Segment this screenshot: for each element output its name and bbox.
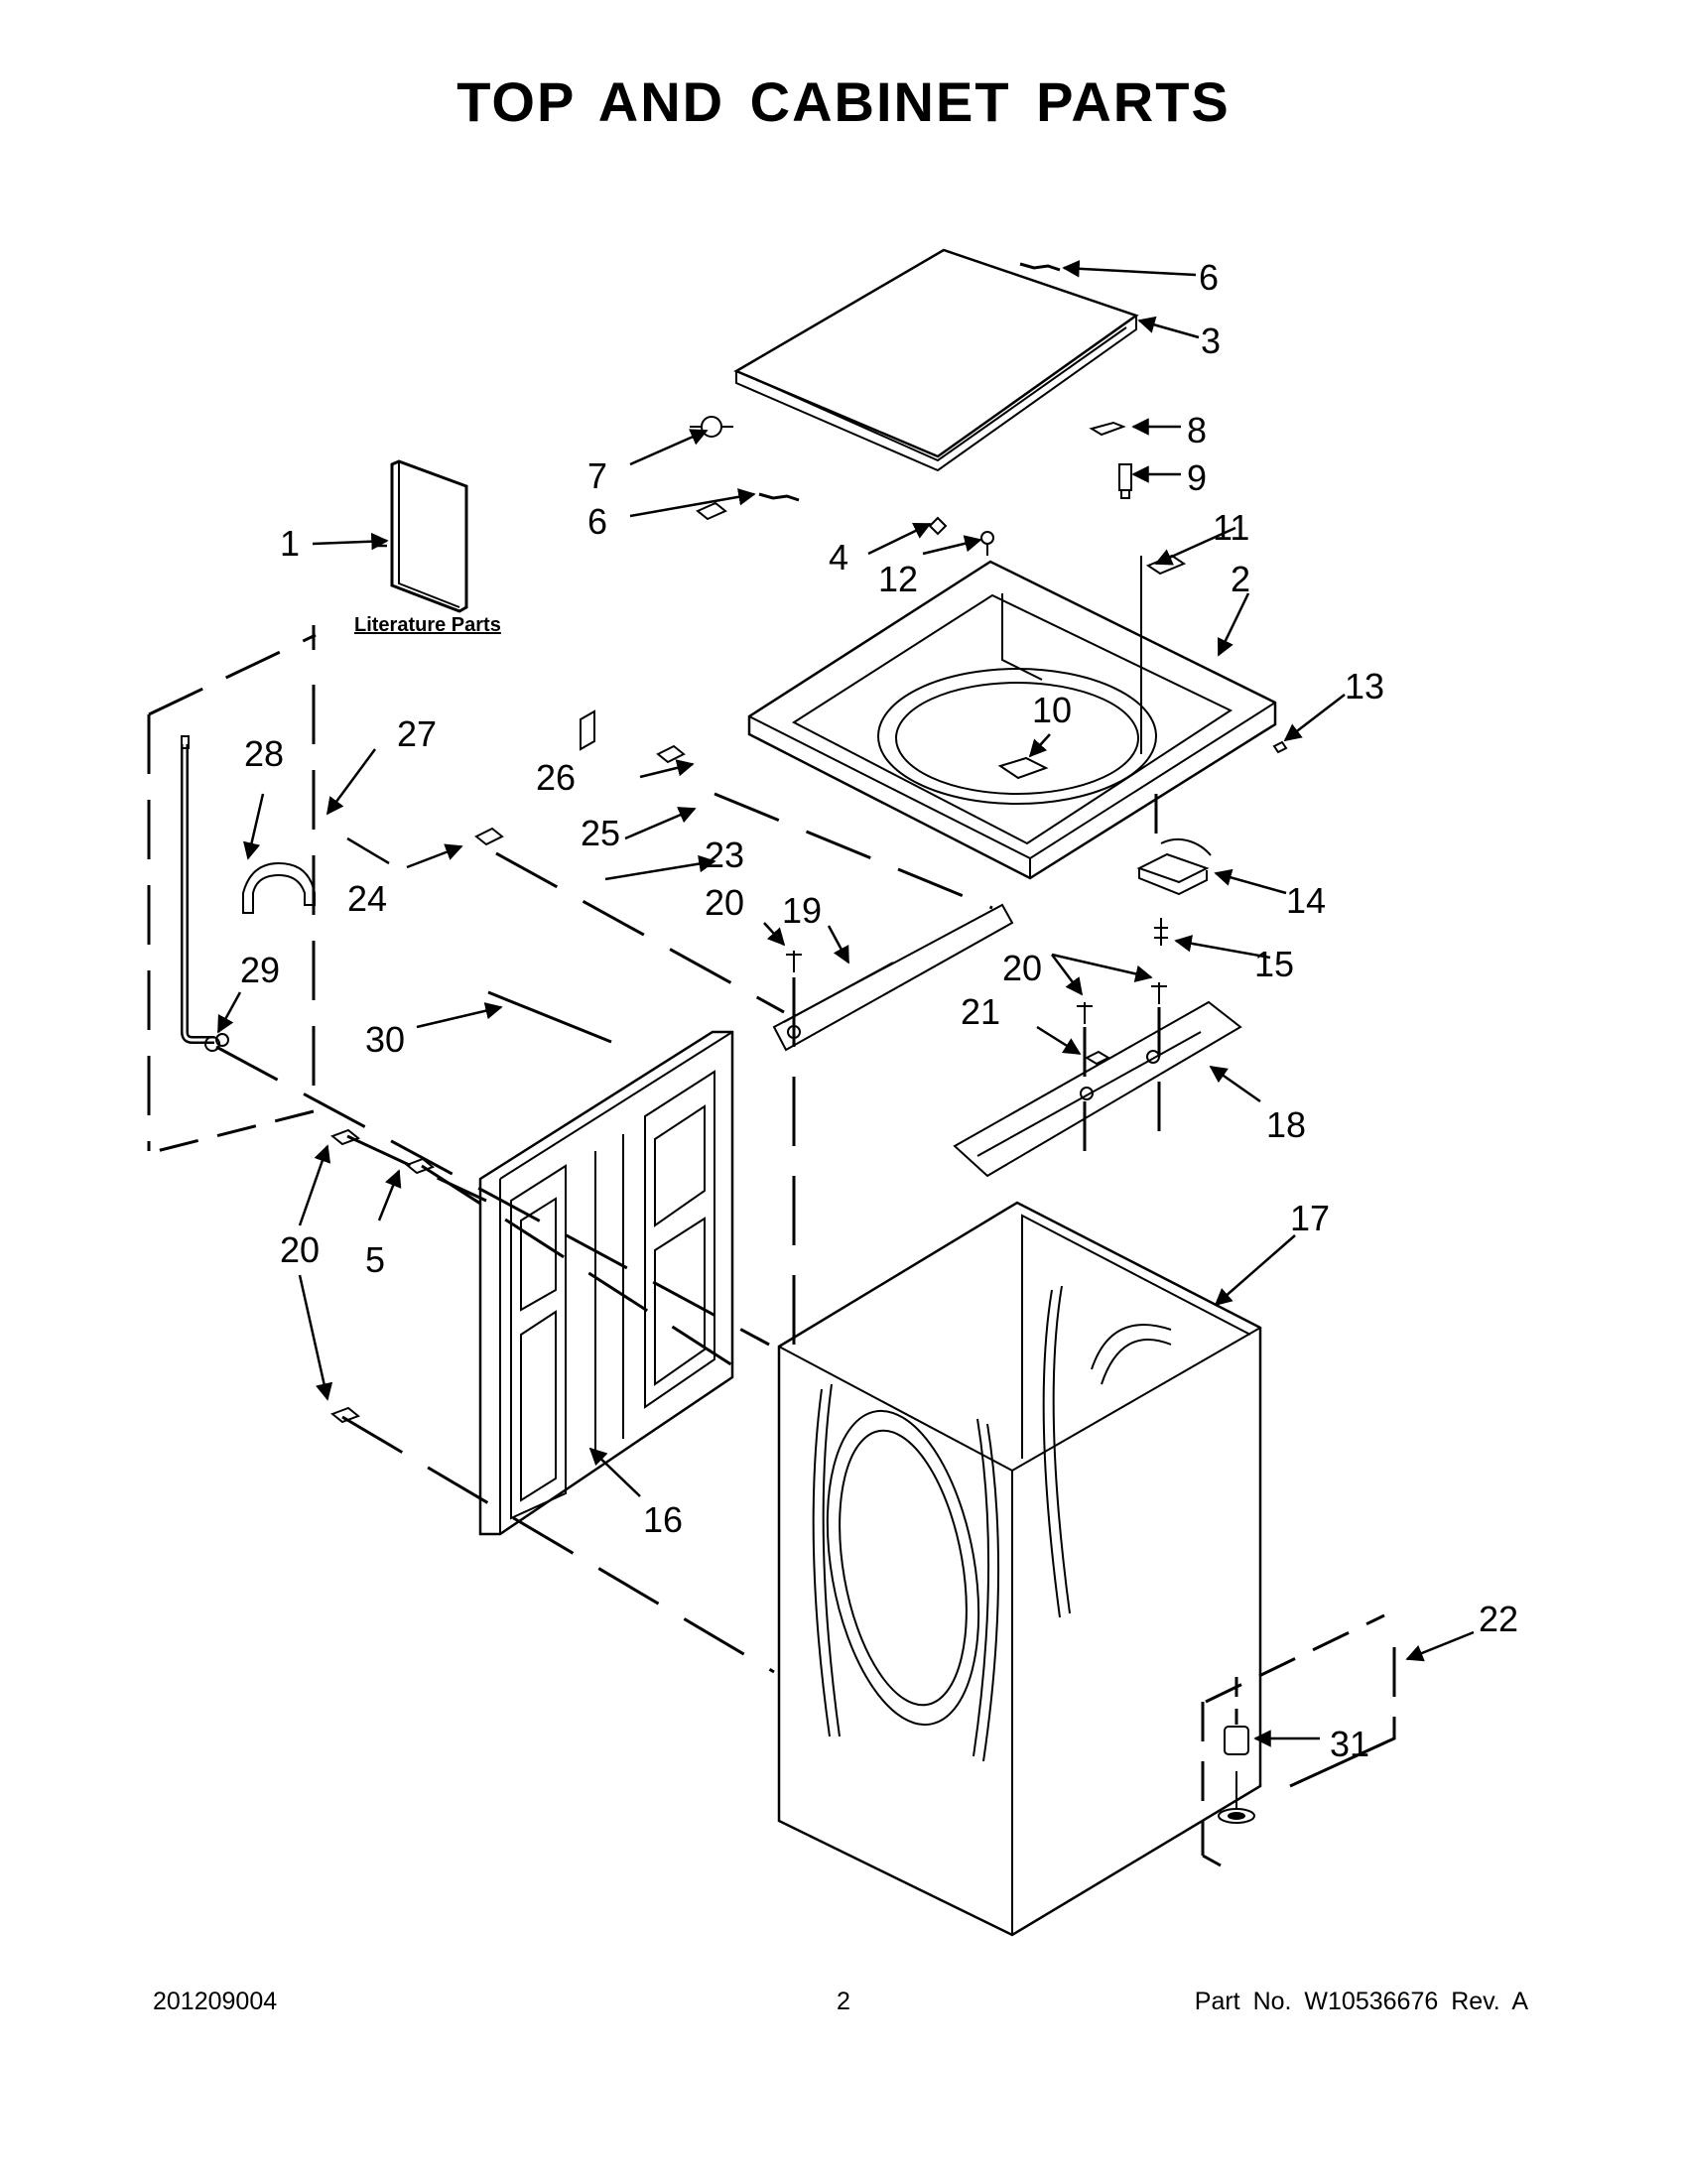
cabinet-drawing — [777, 1201, 1262, 1937]
rear-bracket-drawing — [953, 1000, 1242, 1178]
hose-clip-drawing — [242, 861, 316, 914]
lid-drawing — [733, 248, 1139, 472]
callout-13: 13 — [1345, 666, 1384, 707]
callout-2: 2 — [1231, 559, 1250, 599]
callout-29: 29 — [240, 950, 280, 990]
callout-31: 31 — [1330, 1724, 1369, 1764]
callout-4: 4 — [829, 537, 848, 578]
callout-23: 23 — [705, 835, 744, 875]
callout-6-top: 6 — [1199, 257, 1219, 298]
document-code: 201209004 — [153, 1988, 278, 2015]
callout-21: 21 — [961, 991, 1000, 1032]
page-number: 2 — [837, 1988, 850, 2015]
callout-5: 5 — [365, 1239, 385, 1280]
callout-6-bottom: 6 — [587, 501, 607, 542]
page-title: TOP AND CABINET PARTS — [456, 70, 1231, 133]
callout-27: 27 — [397, 713, 437, 754]
callout-9: 9 — [1187, 457, 1207, 498]
callout-30: 30 — [365, 1019, 405, 1060]
callout-1: 1 — [280, 523, 300, 564]
callout-10: 10 — [1032, 690, 1072, 730]
callout-20-right: 20 — [1002, 948, 1042, 988]
callout-12: 12 — [878, 559, 918, 599]
callout-17: 17 — [1290, 1198, 1330, 1238]
hose-kit-bracket — [147, 625, 317, 1155]
callout-8: 8 — [1187, 410, 1207, 450]
part-number: Part No. W10536676 Rev. A — [1194, 1988, 1528, 2015]
clamp-drawing — [204, 1033, 229, 1052]
callout-26: 26 — [536, 757, 576, 798]
callout-20-lower: 20 — [280, 1229, 320, 1270]
leveling-leg-drawing — [1218, 1726, 1255, 1824]
callout-28: 28 — [244, 733, 284, 774]
assembly-guide-lines — [215, 792, 1238, 1725]
callout-leader-arrows — [216, 260, 1475, 1747]
callout-3: 3 — [1201, 321, 1221, 361]
callout-15: 15 — [1254, 944, 1294, 984]
callout-14: 14 — [1286, 880, 1326, 921]
callout-20-left: 20 — [705, 882, 744, 923]
callout-24: 24 — [347, 878, 387, 919]
hardware-small-parts — [690, 262, 1288, 754]
literature-parts-label: Literature Parts — [354, 614, 501, 636]
callout-19: 19 — [782, 890, 822, 931]
lid-switch-drawing — [1136, 837, 1212, 946]
drain-hose-drawing — [181, 735, 214, 1044]
top-panel-drawing — [747, 556, 1277, 880]
screws-drawing — [330, 501, 1167, 1424]
callout-18: 18 — [1266, 1104, 1306, 1145]
support-rod-drawing — [487, 990, 612, 1044]
literature-booklet-drawing — [390, 459, 468, 613]
callout-7: 7 — [587, 455, 607, 496]
callout-25: 25 — [581, 813, 620, 853]
callout-22: 22 — [1479, 1599, 1518, 1639]
callout-11: 11 — [1213, 507, 1249, 548]
callout-16: 16 — [643, 1499, 683, 1540]
